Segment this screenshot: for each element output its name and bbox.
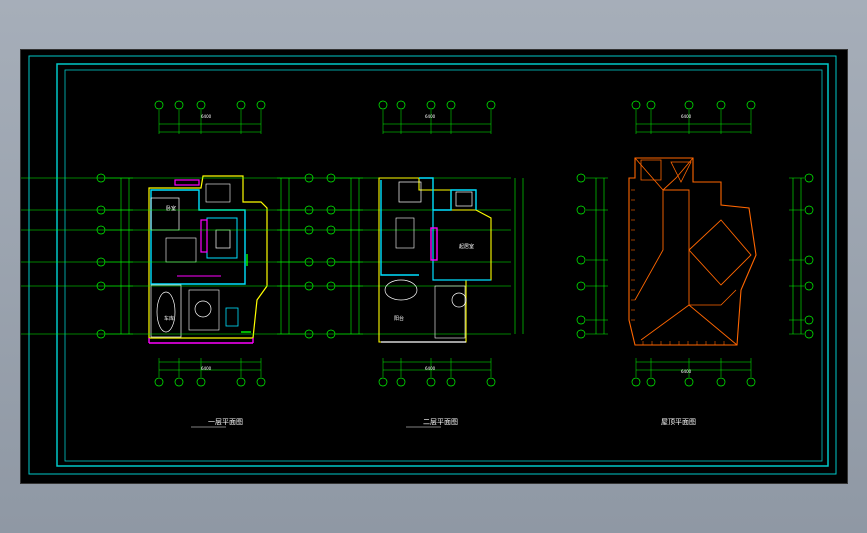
axis-bubble-right — [804, 329, 814, 339]
axis-bubble-top — [716, 100, 726, 110]
p1-stair-core — [225, 307, 239, 327]
p2-wall-core — [432, 210, 491, 281]
p3-roof-hip-1 — [634, 157, 664, 301]
inner-frame-2 — [64, 69, 823, 462]
p1-dim-bottom: 6400 — [201, 366, 212, 371]
axis-bubble-bottom — [684, 377, 694, 387]
p2-closet — [434, 285, 466, 339]
axis-bubble-top — [684, 100, 694, 110]
p1-bath — [205, 183, 231, 203]
axis-bubble-top — [256, 100, 266, 110]
axis-bubble-left — [576, 205, 586, 215]
axis-bubble-left — [576, 255, 586, 265]
p3-chimney-1 — [640, 159, 662, 181]
p2-dim-top: 6400 — [425, 114, 436, 119]
plan2-title: 二层平面图 — [423, 418, 458, 426]
axis-bubble-right — [804, 205, 814, 215]
p3-roof-ridge-se — [689, 289, 737, 306]
axis-bubble-top — [646, 100, 656, 110]
axis-bubble-bottom — [154, 377, 164, 387]
p3-dormer-1 — [670, 161, 692, 183]
p2-wall-mid — [433, 189, 477, 211]
p2-round-table — [451, 292, 467, 308]
axis-bubble-left — [576, 315, 586, 325]
plan1-title: 一层平面图 — [208, 418, 243, 426]
p2-balcony-label: 阳台 — [394, 315, 404, 322]
p3-roof-ridge-2 — [640, 189, 690, 341]
p1-living-room — [206, 217, 238, 259]
axis-bubble-bottom — [396, 377, 406, 387]
plan3-title: 屋顶平面图 — [661, 418, 696, 426]
p2-wall-top — [419, 177, 434, 210]
p1-dining-table — [194, 300, 212, 318]
p1-stair-run — [200, 219, 208, 253]
axis-bubble-left — [576, 329, 586, 339]
drawing-sheet: 一层平面图 二层平面图 屋顶平面图 车库 卧室 起居室 阳台 6400 6400… — [20, 49, 848, 484]
p3-roof-hip-se — [688, 304, 738, 346]
second-floor-plan — [21, 100, 524, 387]
p1-garage-label: 车库 — [164, 315, 174, 322]
axis-bubble-bottom — [746, 377, 756, 387]
axis-bubble-bottom — [486, 377, 496, 387]
axis-bubble-bottom — [378, 377, 388, 387]
p3-roof-outline — [628, 157, 757, 346]
p1-dining — [188, 289, 220, 331]
cad-drawing: 一层平面图 二层平面图 屋顶平面图 车库 卧室 起居室 阳台 6400 6400… — [21, 55, 837, 475]
p1-room-label: 卧室 — [166, 205, 176, 212]
p1-sofa-table — [215, 229, 231, 249]
axis-bubble-left — [576, 173, 586, 183]
axis-bubble-top — [426, 100, 436, 110]
p1-garage-car — [150, 284, 182, 338]
axis-bubble-top — [378, 100, 388, 110]
axis-bubble-top — [631, 100, 641, 110]
p1-bedroom-bed — [150, 197, 180, 231]
axis-bubble-bottom — [174, 377, 184, 387]
p2-living-label: 起居室 — [459, 243, 474, 250]
axis-bubble-right — [804, 315, 814, 325]
p2-dim-bottom: 6400 — [425, 366, 436, 371]
axis-bubble-top — [396, 100, 406, 110]
axis-bubble-bottom — [716, 377, 726, 387]
axis-bubble-top — [236, 100, 246, 110]
p2-stair — [430, 227, 438, 261]
axis-bubble-bottom — [631, 377, 641, 387]
p1-core-wall — [150, 189, 246, 285]
axis-bubble-top — [196, 100, 206, 110]
inner-frame — [56, 63, 829, 467]
p3-dim-top: 6400 — [681, 114, 692, 119]
p1-stair-top — [174, 179, 200, 186]
axis-bubble-top — [154, 100, 164, 110]
axis-bubble-right — [804, 173, 814, 183]
axis-bubble-bottom — [196, 377, 206, 387]
p1-dim-top: 6400 — [201, 114, 212, 119]
outer-frame — [28, 55, 837, 475]
axis-bubble-right — [804, 255, 814, 265]
p2-bed-2 — [455, 191, 473, 207]
p1-car — [156, 291, 176, 333]
axis-bubble-bottom — [236, 377, 246, 387]
first-floor-plan — [96, 100, 314, 387]
p2-wall-left — [380, 180, 419, 276]
p3-roof-ridge-1 — [662, 157, 694, 191]
p3-dim-bottom: 6400 — [681, 369, 692, 374]
axis-bubble-bottom — [646, 377, 656, 387]
axis-bubble-top — [174, 100, 184, 110]
axis-bubble-left — [576, 281, 586, 291]
p2-bedroom-bed — [398, 181, 422, 203]
p2-tub — [384, 279, 418, 301]
p2-bath — [395, 217, 415, 249]
axis-bubble-top — [486, 100, 496, 110]
axis-bubble-right — [804, 281, 814, 291]
p3-roof-hip-east — [688, 219, 752, 286]
p1-kitchen — [165, 237, 197, 263]
axis-bubble-top — [446, 100, 456, 110]
axis-bubble-bottom — [426, 377, 436, 387]
roof-plan — [576, 100, 814, 387]
axis-bubble-bottom — [446, 377, 456, 387]
axis-bubble-bottom — [256, 377, 266, 387]
p1-outer-wall — [148, 175, 268, 339]
axis-bubble-top — [746, 100, 756, 110]
